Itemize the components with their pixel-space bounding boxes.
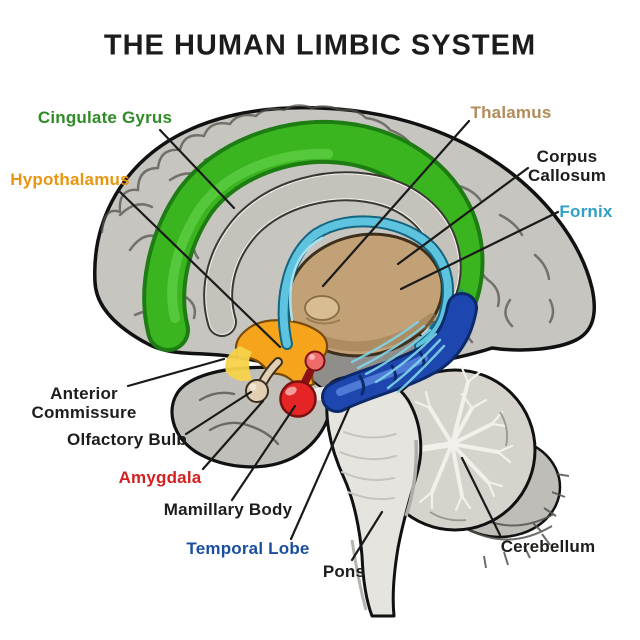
page-title: THE HUMAN LIMBIC SYSTEM xyxy=(103,29,537,62)
leader-pons xyxy=(350,510,384,562)
label-anterior-commissure: Anterior Commissure xyxy=(31,383,137,422)
label-thalamus: Thalamus xyxy=(470,103,552,122)
leader-cerebellum xyxy=(460,456,502,537)
label-hypothalamus: Hypothalamus xyxy=(10,170,130,189)
leader-corpus-callosum xyxy=(396,166,530,266)
label-amygdala: Amygdala xyxy=(118,468,202,487)
cerebellum-shape xyxy=(373,366,570,569)
olfactory-bulb-shape xyxy=(245,357,283,403)
leader-thalamus xyxy=(321,119,471,288)
leader-anterior-commissure xyxy=(126,357,226,388)
label-fornix: Fornix xyxy=(559,202,613,221)
leader-hypothalamus xyxy=(117,189,282,349)
hippocampus-shape xyxy=(321,292,478,413)
leader-mamillary-body xyxy=(230,404,297,502)
label-corpus-callosum: Corpus Callosum xyxy=(527,146,607,185)
leader-temporal-lobe xyxy=(289,406,351,541)
label-temporal-lobe: Temporal Lobe xyxy=(186,539,310,558)
leader-fornix xyxy=(399,210,560,291)
mamillary-body-shape xyxy=(279,350,326,418)
leader-amygdala xyxy=(201,399,265,471)
leader-cingulate-gyrus xyxy=(158,128,236,210)
leader-lines xyxy=(117,119,560,562)
leader-olfactory-bulb xyxy=(184,390,253,436)
label-olfactory-bulb: Olfactory Bulb xyxy=(67,430,187,449)
label-cerebellum: Cerebellum xyxy=(500,537,596,556)
fornix-fibre-fan xyxy=(350,320,446,394)
hypothalamus-shape xyxy=(225,319,329,392)
label-cingulate-gyrus: Cingulate Gyrus xyxy=(37,108,173,127)
label-mamillary-body: Mamillary Body xyxy=(163,500,293,519)
label-pons: Pons xyxy=(322,562,366,581)
